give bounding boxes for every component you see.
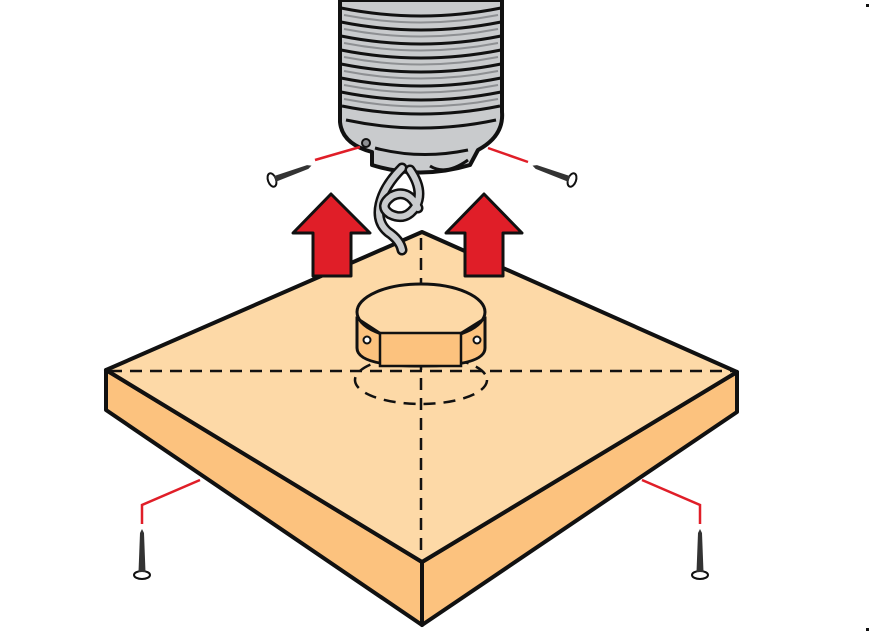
square-wooden-base — [104, 230, 739, 627]
screw-icon — [532, 165, 578, 188]
lift-arrows — [291, 192, 524, 278]
screw-icon — [691, 529, 709, 580]
knotted-cord — [373, 162, 425, 256]
edge-mark — [866, 628, 869, 631]
extension-spring — [338, 0, 505, 175]
screw-icon — [266, 165, 312, 188]
screw-icon — [133, 529, 151, 580]
lift-arrow-left — [291, 192, 372, 278]
round-wooden-puck — [355, 282, 487, 368]
edge-mark — [866, 4, 869, 7]
top-left-screw-assembly — [266, 145, 361, 188]
puck-hole-left — [362, 335, 372, 345]
top-right-screw-assembly — [487, 146, 578, 188]
bottom-left-screw-assembly — [133, 478, 201, 580]
bottom-right-screw-assembly — [641, 478, 709, 580]
lift-arrow-right — [444, 192, 524, 278]
puck-hole-right — [472, 335, 482, 345]
spring-coils — [340, 6, 502, 130]
